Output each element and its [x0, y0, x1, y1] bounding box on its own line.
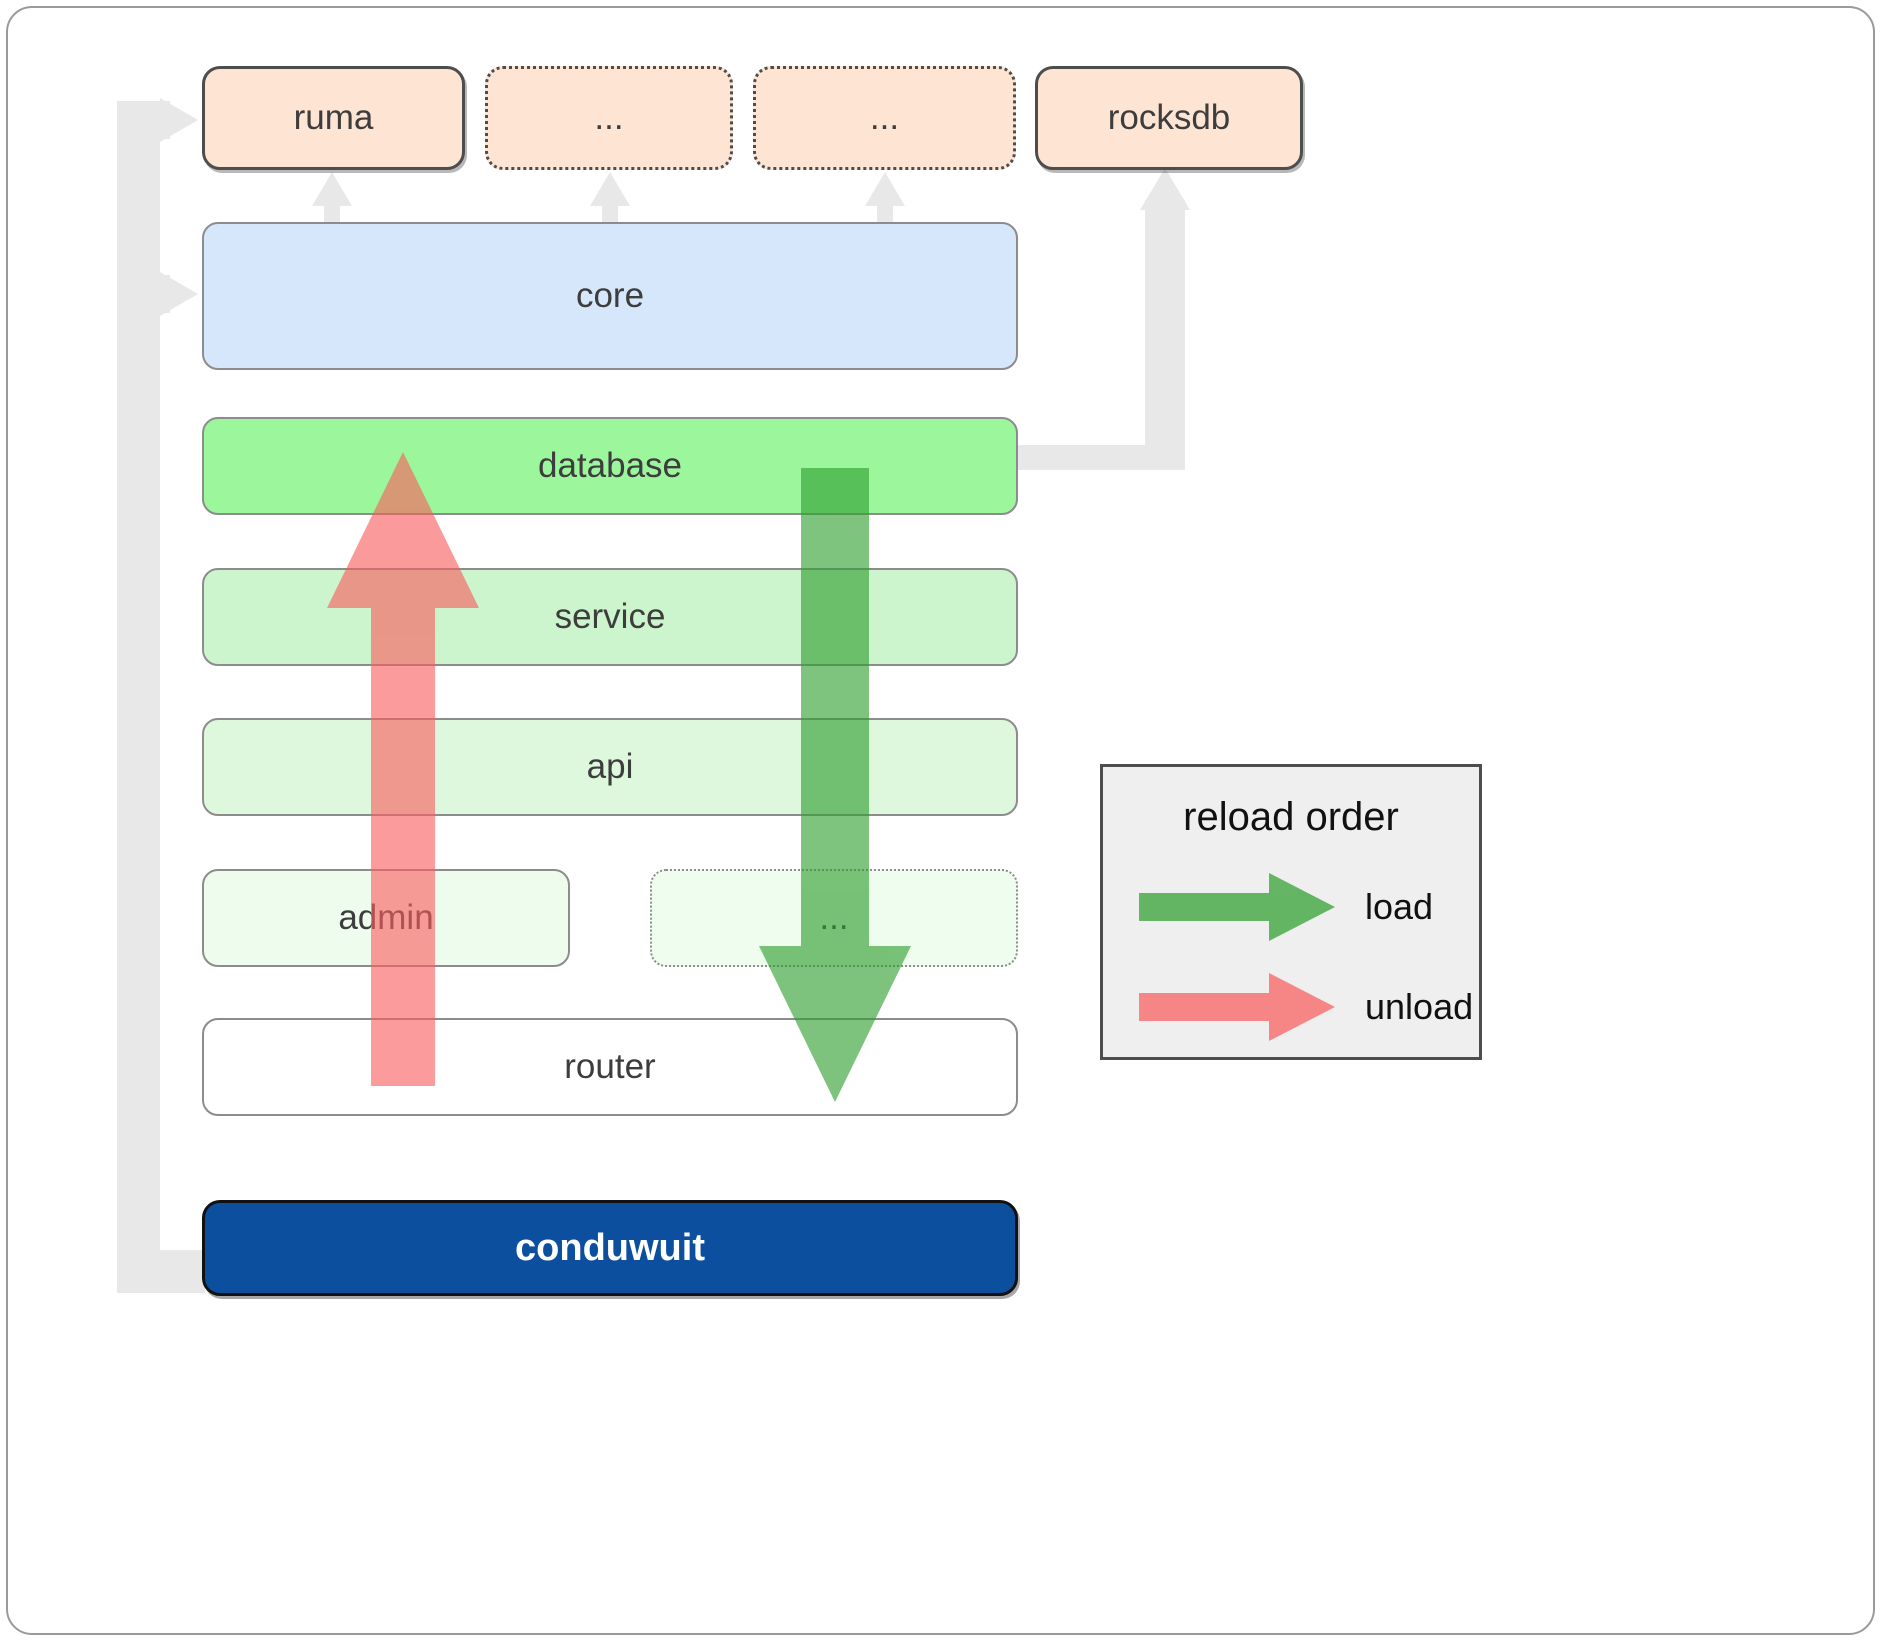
dependency-box-ellipsis-1[interactable]: ...: [485, 66, 733, 170]
layer-box-api[interactable]: api: [202, 718, 1018, 816]
layer-label: ...: [819, 898, 849, 937]
root-label: conduwuit: [515, 1226, 705, 1269]
layer-label: service: [554, 597, 666, 636]
root-box-conduwuit[interactable]: conduwuit: [202, 1200, 1018, 1296]
legend-row-unload: unload: [1103, 967, 1479, 1047]
load-arrow-icon: [1137, 867, 1347, 947]
dependency-label: rocksdb: [1107, 98, 1231, 137]
dependency-label: ruma: [293, 98, 374, 137]
layer-label: admin: [338, 898, 434, 937]
legend-label-load: load: [1365, 886, 1434, 927]
layer-box-ellipsis[interactable]: ...: [650, 869, 1018, 967]
layer-box-service[interactable]: service: [202, 568, 1018, 666]
layer-label: router: [564, 1047, 656, 1086]
layer-box-database[interactable]: database: [202, 417, 1018, 515]
dependency-label: ...: [594, 98, 624, 137]
layer-label: database: [537, 446, 683, 485]
layer-box-admin[interactable]: admin: [202, 869, 570, 967]
unload-arrow-icon: [1137, 967, 1347, 1047]
dependency-box-ruma[interactable]: ruma: [202, 66, 465, 170]
dependency-label: ...: [869, 98, 900, 137]
layer-box-core[interactable]: core: [202, 222, 1018, 370]
legend-panel: reload order load: [1100, 764, 1482, 1060]
dependency-box-rocksdb[interactable]: rocksdb: [1035, 66, 1303, 170]
layer-label: core: [575, 276, 645, 315]
legend-row-load: load: [1103, 867, 1479, 947]
legend-title: reload order: [1183, 795, 1399, 839]
legend-label-unload: unload: [1365, 986, 1474, 1027]
layer-box-router[interactable]: router: [202, 1018, 1018, 1116]
dependency-box-ellipsis-2[interactable]: ...: [753, 66, 1016, 170]
layer-label: api: [586, 747, 634, 786]
